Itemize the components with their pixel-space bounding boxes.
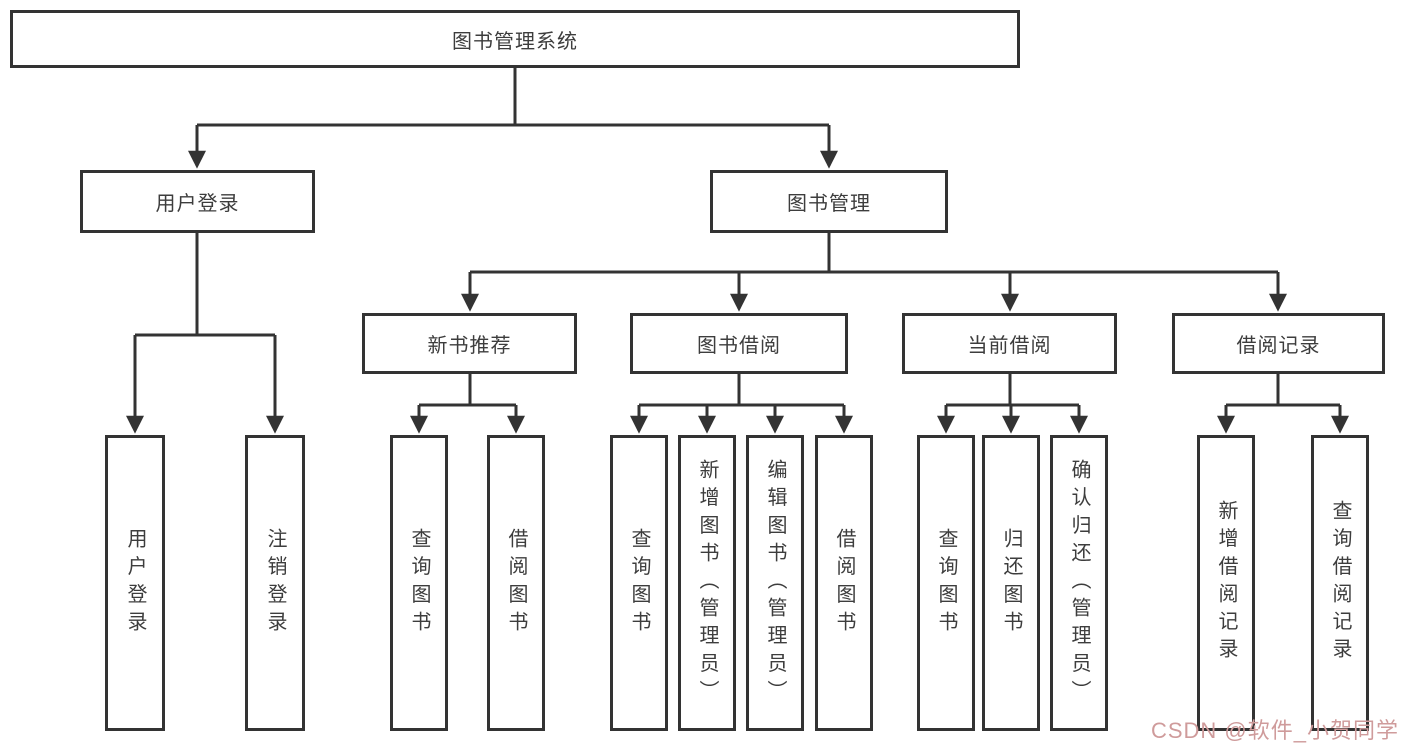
leaf-logout-label: 注销登录 bbox=[264, 527, 286, 639]
leaf-borrow-books-2-label: 借阅图书 bbox=[833, 527, 855, 639]
leaf-borrow-books-1: 借阅图书 bbox=[487, 435, 545, 731]
node-new-book-rec-label: 新书推荐 bbox=[427, 335, 512, 357]
node-current-borrow-label: 当前借阅 bbox=[967, 335, 1052, 357]
leaf-edit-book-admin-label: 编辑图书（管理员） bbox=[764, 458, 786, 708]
node-user-login: 用户登录 bbox=[80, 170, 315, 233]
node-current-borrow: 当前借阅 bbox=[902, 313, 1117, 374]
leaf-query-books-1-label: 查询图书 bbox=[408, 527, 430, 639]
leaf-add-book-admin: 新增图书（管理员） bbox=[678, 435, 736, 731]
node-borrow-records: 借阅记录 bbox=[1172, 313, 1385, 374]
leaf-user-login-label: 用户登录 bbox=[124, 527, 146, 639]
node-book-mgmt: 图书管理 bbox=[710, 170, 948, 233]
node-root: 图书管理系统 bbox=[10, 10, 1020, 68]
node-new-book-rec: 新书推荐 bbox=[362, 313, 577, 374]
leaf-logout: 注销登录 bbox=[245, 435, 305, 731]
leaf-query-borrow-record: 查询借阅记录 bbox=[1311, 435, 1369, 731]
node-user-login-label: 用户登录 bbox=[155, 193, 240, 215]
node-book-borrow-label: 图书借阅 bbox=[697, 335, 781, 357]
node-root-label: 图书管理系统 bbox=[452, 30, 578, 53]
leaf-borrow-books-2: 借阅图书 bbox=[815, 435, 873, 731]
leaf-query-books-1: 查询图书 bbox=[390, 435, 448, 731]
leaf-user-login: 用户登录 bbox=[105, 435, 165, 731]
leaf-query-books-3-label: 查询图书 bbox=[935, 527, 957, 639]
leaf-query-borrow-record-label: 查询借阅记录 bbox=[1329, 500, 1351, 666]
leaf-add-borrow-record: 新增借阅记录 bbox=[1197, 435, 1255, 731]
leaf-confirm-return-admin-label: 确认归还（管理员） bbox=[1068, 458, 1090, 708]
leaf-return-book: 归还图书 bbox=[982, 435, 1040, 731]
leaf-query-books-2-label: 查询图书 bbox=[628, 527, 650, 639]
node-borrow-records-label: 借阅记录 bbox=[1236, 335, 1321, 357]
leaf-return-book-label: 归还图书 bbox=[1000, 527, 1022, 639]
watermark: CSDN @软件_小贺同学 bbox=[1150, 718, 1399, 743]
leaf-add-borrow-record-label: 新增借阅记录 bbox=[1215, 500, 1237, 666]
leaf-borrow-books-1-label: 借阅图书 bbox=[505, 527, 527, 639]
leaf-confirm-return-admin: 确认归还（管理员） bbox=[1050, 435, 1108, 731]
node-book-mgmt-label: 图书管理 bbox=[787, 193, 871, 215]
leaf-edit-book-admin: 编辑图书（管理员） bbox=[746, 435, 804, 731]
leaf-query-books-3: 查询图书 bbox=[917, 435, 975, 731]
leaf-add-book-admin-label: 新增图书（管理员） bbox=[696, 458, 718, 708]
leaf-query-books-2: 查询图书 bbox=[610, 435, 668, 731]
node-book-borrow: 图书借阅 bbox=[630, 313, 848, 374]
